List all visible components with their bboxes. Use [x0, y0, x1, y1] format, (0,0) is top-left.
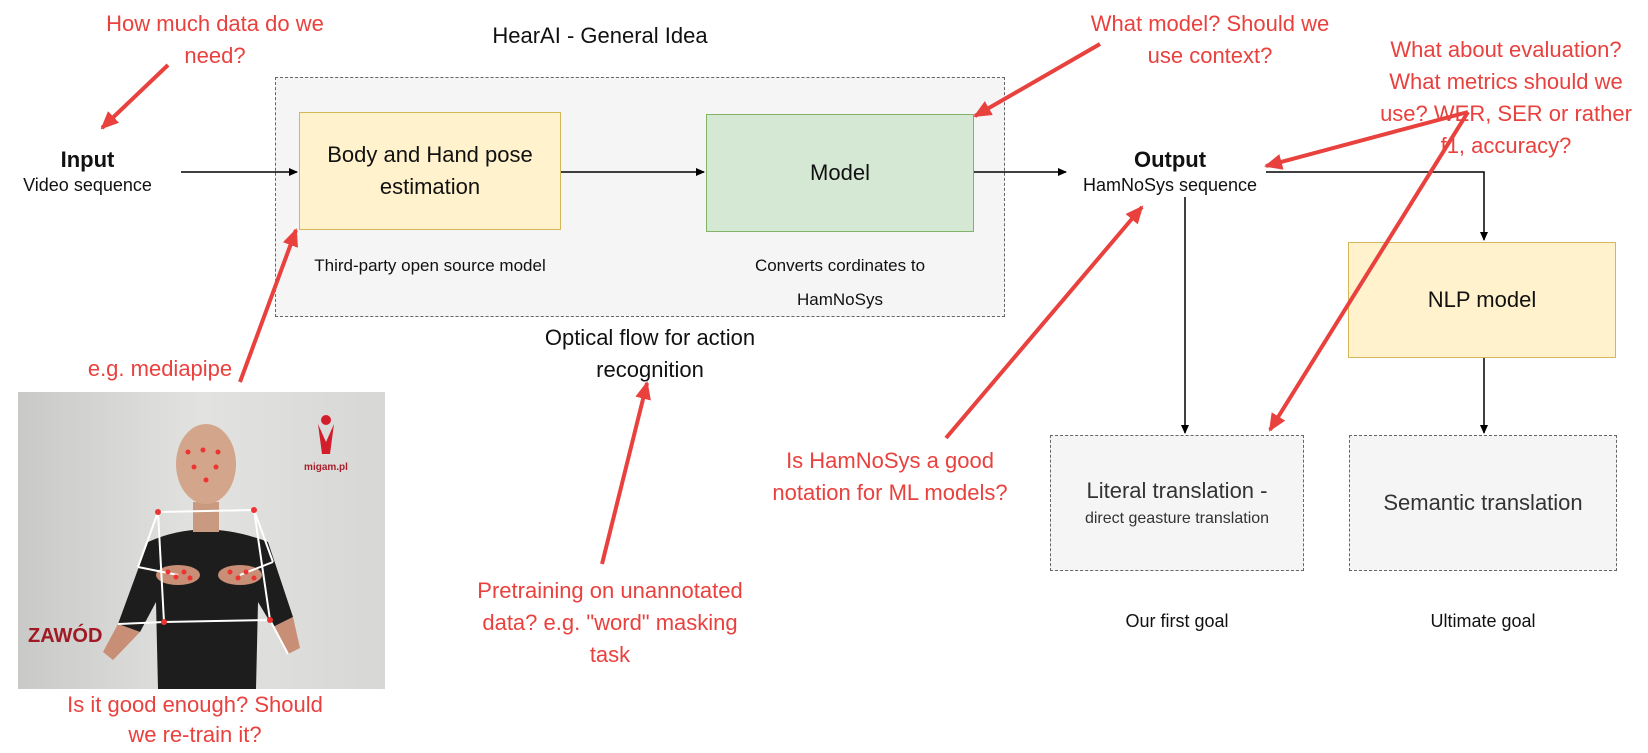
literal-translation-sublabel: direct geasture translation	[1084, 510, 1270, 527]
model-caption: Converts cordinates to HamNoSys	[754, 256, 926, 309]
pose-estimation-caption: Third-party open source model	[314, 256, 546, 275]
question-hamnosys-notation: Is HamNoSys a good notation for ML model…	[772, 448, 1008, 505]
output-label: Output	[1133, 147, 1207, 172]
annotation-arrow-data-to-input	[100, 63, 170, 130]
annotation-arrow-hamnosys-to-output	[944, 205, 1144, 440]
signer-pose-photo: migam.pl ZAWÓD	[18, 392, 385, 689]
first-goal-label: Our first goal	[1125, 611, 1229, 631]
pose-estimation-label: Body and Hand pose estimation	[327, 142, 533, 199]
input-label: Input	[60, 147, 115, 172]
question-model-context: What model? Should we use context?	[1090, 11, 1330, 68]
output-node: Output HamNoSys sequence	[1070, 147, 1270, 196]
pose-estimation-box: Body and Hand pose estimation	[299, 112, 561, 230]
arrow-output-to-nlp	[1266, 171, 1488, 241]
question-data-amount: How much data do we need?	[106, 11, 324, 68]
optical-flow-label: Optical flow for action recognition	[544, 325, 756, 382]
annotation-arrow-mediapipe-to-pose	[238, 228, 298, 383]
ultimate-goal-label: Ultimate goal	[1430, 611, 1536, 631]
model-label: Model	[810, 160, 870, 185]
question-mediapipe: e.g. mediapipe	[87, 356, 233, 381]
annotation-arrow-eval-to-output	[1264, 110, 1469, 170]
svg-text:ZAWÓD: ZAWÓD	[28, 623, 102, 647]
annotation-arrow-eval-to-literal	[1268, 110, 1470, 432]
question-evaluation: What about evaluation? What metrics shou…	[1380, 37, 1632, 158]
literal-translation-box: Literal translation - direct geasture tr…	[1050, 435, 1304, 571]
output-sublabel: HamNoSys sequence	[1082, 175, 1258, 195]
nlp-model-label: NLP model	[1427, 287, 1537, 312]
diagram-title: HearAI - General Idea	[492, 23, 708, 48]
question-pretraining: Pretraining on unannotated data? e.g. "w…	[477, 578, 743, 667]
annotation-arrow-model-question	[973, 42, 1101, 118]
svg-text:migam.pl: migam.pl	[304, 462, 348, 473]
input-node: Input Video sequence	[0, 147, 175, 196]
model-box: Model	[706, 114, 974, 232]
annotation-arrow-pretraining-to-optical	[600, 381, 651, 565]
input-sublabel: Video sequence	[23, 175, 152, 195]
semantic-translation-box: Semantic translation	[1349, 435, 1617, 571]
literal-translation-label: Literal translation -	[1086, 478, 1268, 503]
signer-pose-image: migam.pl ZAWÓD	[18, 392, 385, 689]
question-good-enough: Is it good enough? Should we re-train it…	[67, 692, 323, 747]
semantic-translation-label: Semantic translation	[1383, 490, 1583, 515]
migam-logo-icon	[318, 415, 334, 454]
nlp-model-box: NLP model	[1348, 242, 1616, 358]
